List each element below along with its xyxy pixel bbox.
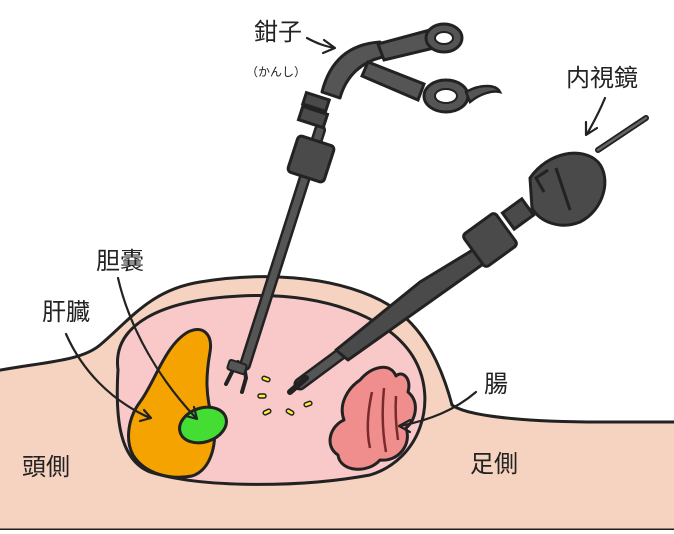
- foot-side-label: 足側: [470, 450, 518, 478]
- label-arrows: [64, 36, 607, 434]
- forceps-reading-label: （かんし）: [246, 65, 307, 79]
- endoscope-icon: [287, 115, 649, 395]
- light-flash: [257, 375, 313, 416]
- liver-label: 肝臓: [42, 298, 90, 326]
- forceps-label: 鉗子: [254, 18, 302, 46]
- intestine: [328, 365, 417, 471]
- gallbladder: [178, 405, 228, 445]
- head-side-label: 頭側: [22, 453, 70, 481]
- intestine-label: 腸: [484, 370, 508, 398]
- endoscope-label: 内視鏡: [566, 64, 638, 92]
- forceps-icon: [224, 22, 503, 394]
- gallbladder-label: 胆嚢: [96, 247, 144, 275]
